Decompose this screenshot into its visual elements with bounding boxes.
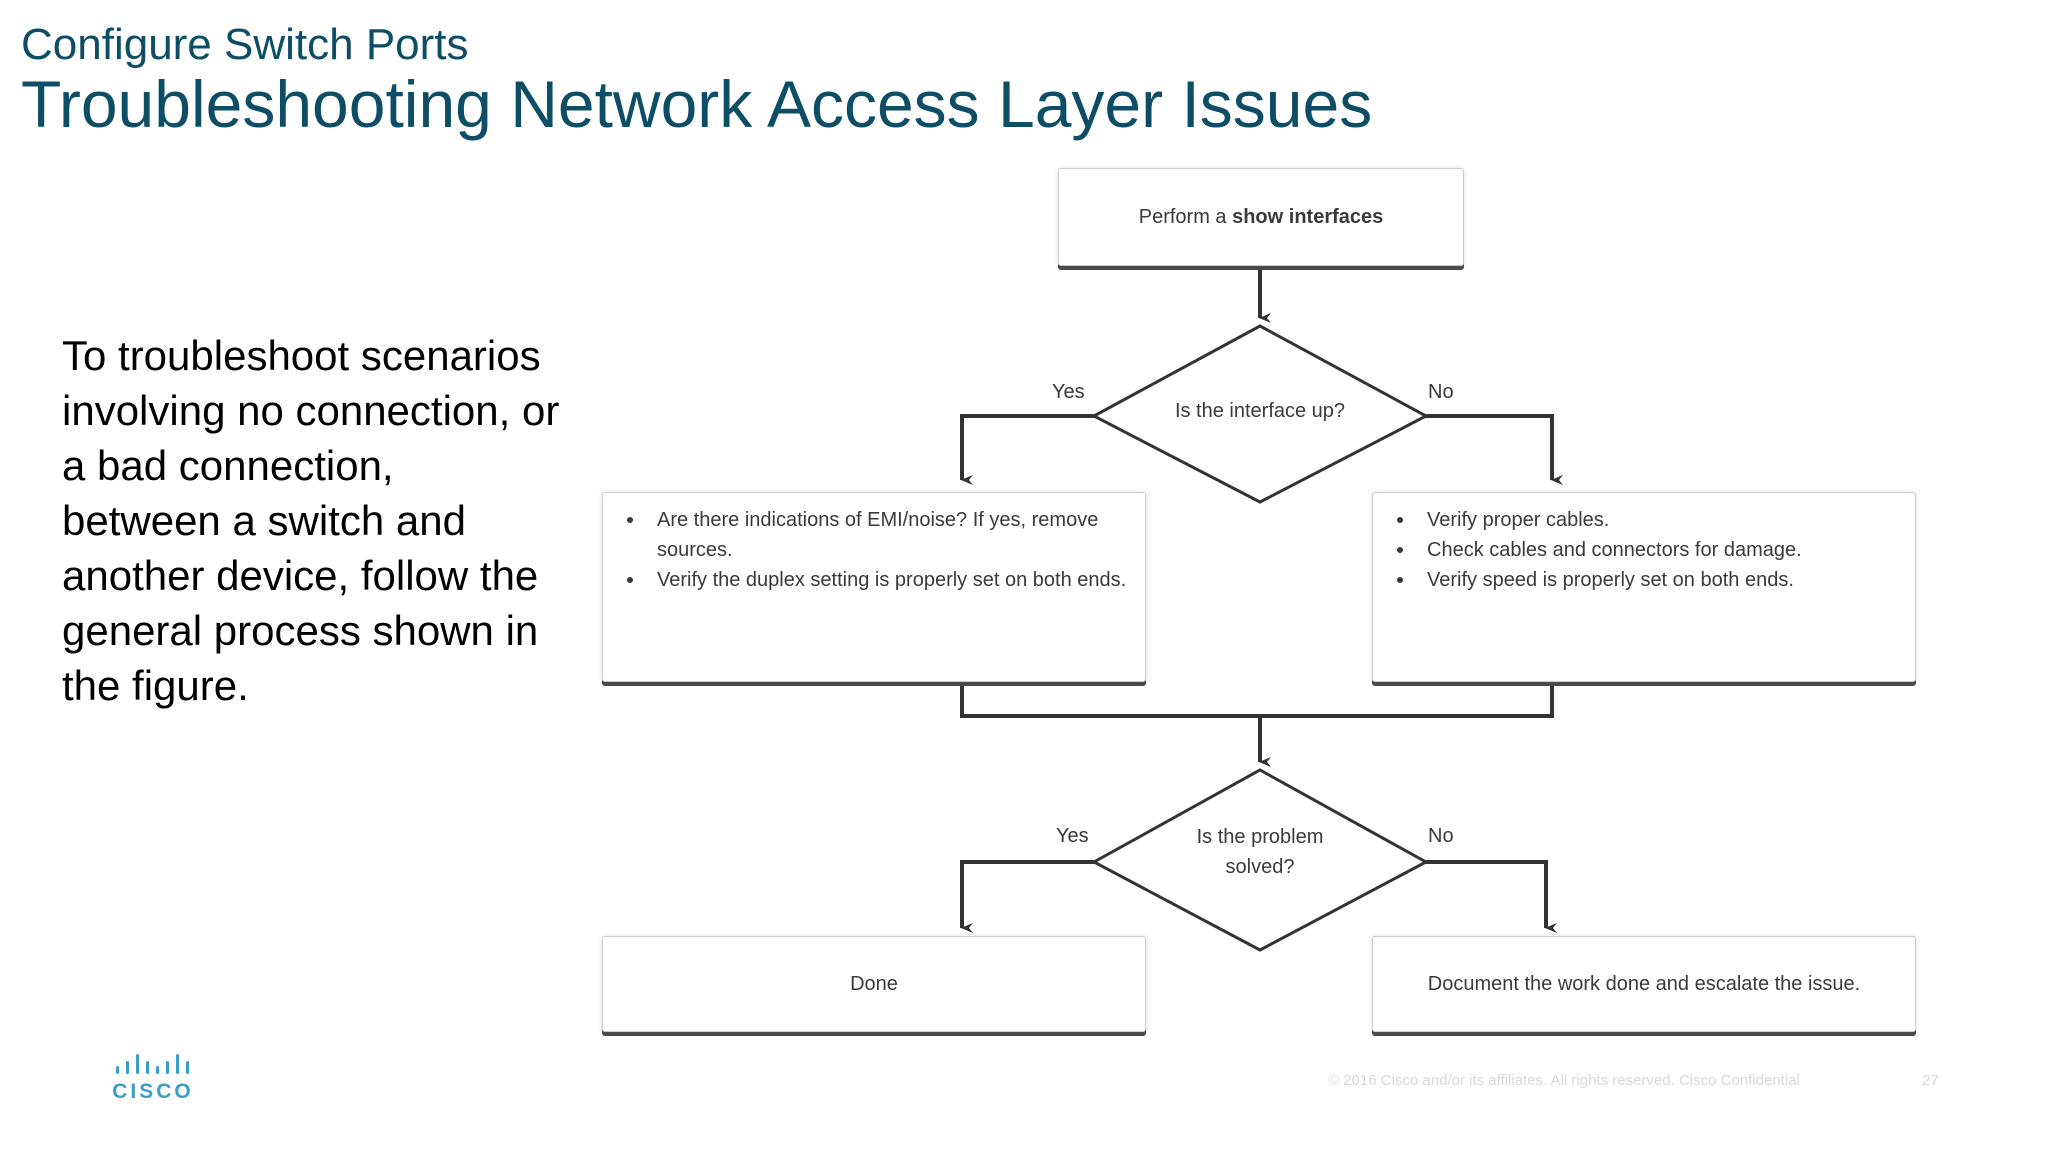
connector-merge: [960, 684, 1554, 718]
done-box: Done: [602, 936, 1146, 1032]
start-box-label: Perform a show interfaces: [1138, 205, 1384, 228]
decision2-question: Is the problem solved?: [1196, 826, 1324, 878]
list-item: Are there indications of EMI/noise? If y…: [627, 505, 1145, 565]
escalate-label: Document the work done and escalate the …: [1427, 972, 1861, 995]
cisco-logo: CISCO: [108, 1052, 198, 1103]
emi-duplex-box: Are there indications of EMI/noise? If y…: [602, 492, 1146, 682]
connector-decision1-no: [1422, 414, 1563, 485]
decision1-question: Is the interface up?: [1174, 400, 1346, 422]
show-interfaces-command: show interfaces: [1232, 205, 1384, 228]
list-item: Check cables and connectors for damage.: [1397, 535, 1915, 565]
copyright-text: © 2016 Cisco and/or its affiliates. All …: [1328, 1072, 1800, 1089]
decision2-yes-label: Yes: [1056, 825, 1089, 847]
start-box: Perform a show interfaces: [1058, 168, 1464, 266]
decision2-no-label: No: [1428, 825, 1454, 847]
decision2-diamond: [1090, 768, 1430, 952]
slide-title: Troubleshooting Network Access Layer Iss…: [21, 67, 1373, 141]
cisco-bars-icon: [116, 1054, 189, 1074]
done-label: Done: [850, 972, 898, 995]
connector-decision1-yes: [960, 414, 1098, 485]
list-item: Verify proper cables.: [1397, 505, 1915, 535]
cisco-logo-text: CISCO: [112, 1080, 194, 1103]
body-text: To troubleshoot scenarios involving no c…: [62, 332, 560, 709]
decision1-no-label: No: [1428, 381, 1454, 403]
decision1-yes-label: Yes: [1052, 381, 1085, 403]
cable-check-list: Verify proper cables. Check cables and c…: [1373, 505, 1915, 595]
list-item: Verify speed is properly set on both end…: [1397, 565, 1915, 595]
connector-decision2-yes: [960, 860, 1098, 933]
emi-duplex-list: Are there indications of EMI/noise? If y…: [603, 505, 1145, 595]
connector-decision2-no: [1422, 860, 1557, 933]
section-subtitle: Configure Switch Ports: [21, 20, 469, 69]
cable-check-box: Verify proper cables. Check cables and c…: [1372, 492, 1916, 682]
escalate-box: Document the work done and escalate the …: [1372, 936, 1916, 1032]
list-item: Verify the duplex setting is properly se…: [627, 565, 1145, 595]
page-number: 27: [1922, 1072, 1939, 1089]
decision1-diamond: [1090, 324, 1430, 504]
